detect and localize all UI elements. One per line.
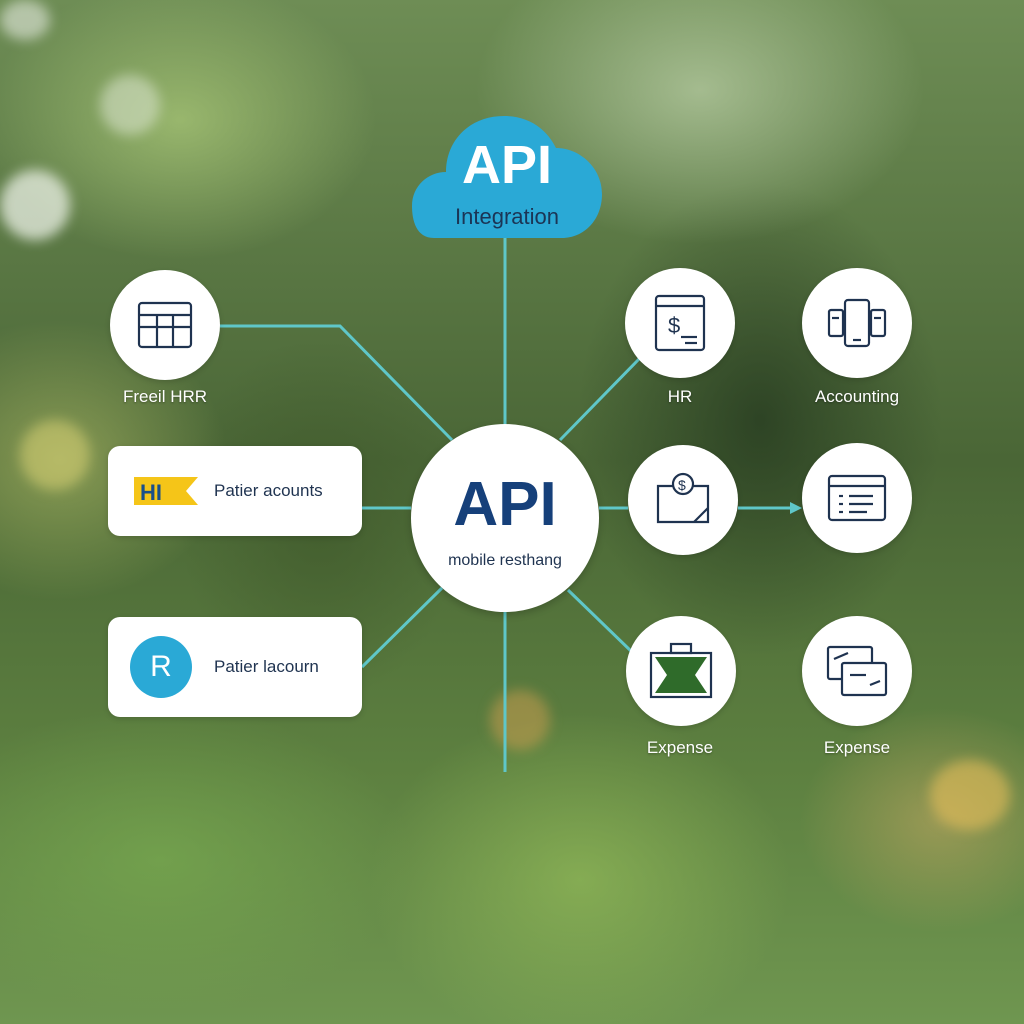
table-icon (137, 301, 193, 349)
bokeh-light (0, 0, 50, 40)
card-label-patier-acounts: Patier acounts (214, 481, 323, 500)
api-center-hub[interactable]: API mobile resthang (411, 424, 599, 612)
cloud-subtitle: Integration (455, 204, 559, 229)
node-expense-briefcase[interactable] (626, 616, 736, 726)
link-center-expense (566, 588, 634, 654)
card-patier-lacourn[interactable]: R Patier lacourn (108, 617, 362, 717)
caption-hr: HR (667, 387, 693, 406)
bokeh-light (490, 690, 550, 750)
node-accounting[interactable] (802, 268, 912, 378)
node-wallet[interactable]: $ (628, 445, 738, 555)
card-badge-r: R (150, 650, 172, 683)
caption-expense-1: Expense (646, 738, 714, 757)
link-freeil-center (220, 324, 454, 442)
mobile-devices-icon (827, 298, 887, 348)
caption-freeil-hrr: Freeil HRR (122, 387, 208, 406)
node-expense-documents[interactable] (802, 616, 912, 726)
svg-text:$: $ (678, 477, 686, 493)
node-list-window[interactable] (802, 443, 912, 553)
api-integration-cloud: API Integration (412, 98, 602, 240)
bokeh-light (0, 170, 70, 240)
node-freeil-hrr[interactable] (110, 270, 220, 380)
cloud-icon (412, 116, 602, 238)
bokeh-light (100, 75, 160, 135)
link-center-hr (558, 356, 642, 442)
bokeh-light (930, 760, 1010, 830)
arrow-head (790, 502, 802, 514)
wallet-dollar-icon: $ (656, 472, 710, 524)
card-label-patier-lacourn: Patier lacourn (214, 657, 319, 676)
center-title: API (453, 470, 557, 539)
svg-text:$: $ (668, 313, 680, 338)
cloud-title: API (461, 135, 553, 195)
caption-accounting: Accounting (814, 387, 900, 406)
hi-logo-icon: HI (134, 477, 198, 505)
card-patier-acounts[interactable]: HI Patier acounts (108, 446, 362, 536)
bokeh-light (20, 420, 90, 490)
node-hr[interactable]: $ (625, 268, 735, 378)
list-window-icon (827, 474, 887, 522)
briefcase-icon (649, 642, 713, 699)
card-badge-hi: HI (140, 480, 162, 505)
r-circle-icon: R (130, 636, 192, 698)
caption-expense-2: Expense (823, 738, 891, 757)
center-subtitle: mobile resthang (448, 552, 562, 569)
link-card2-center (360, 586, 444, 669)
documents-icon (826, 645, 888, 697)
invoice-dollar-icon: $ (654, 294, 706, 352)
